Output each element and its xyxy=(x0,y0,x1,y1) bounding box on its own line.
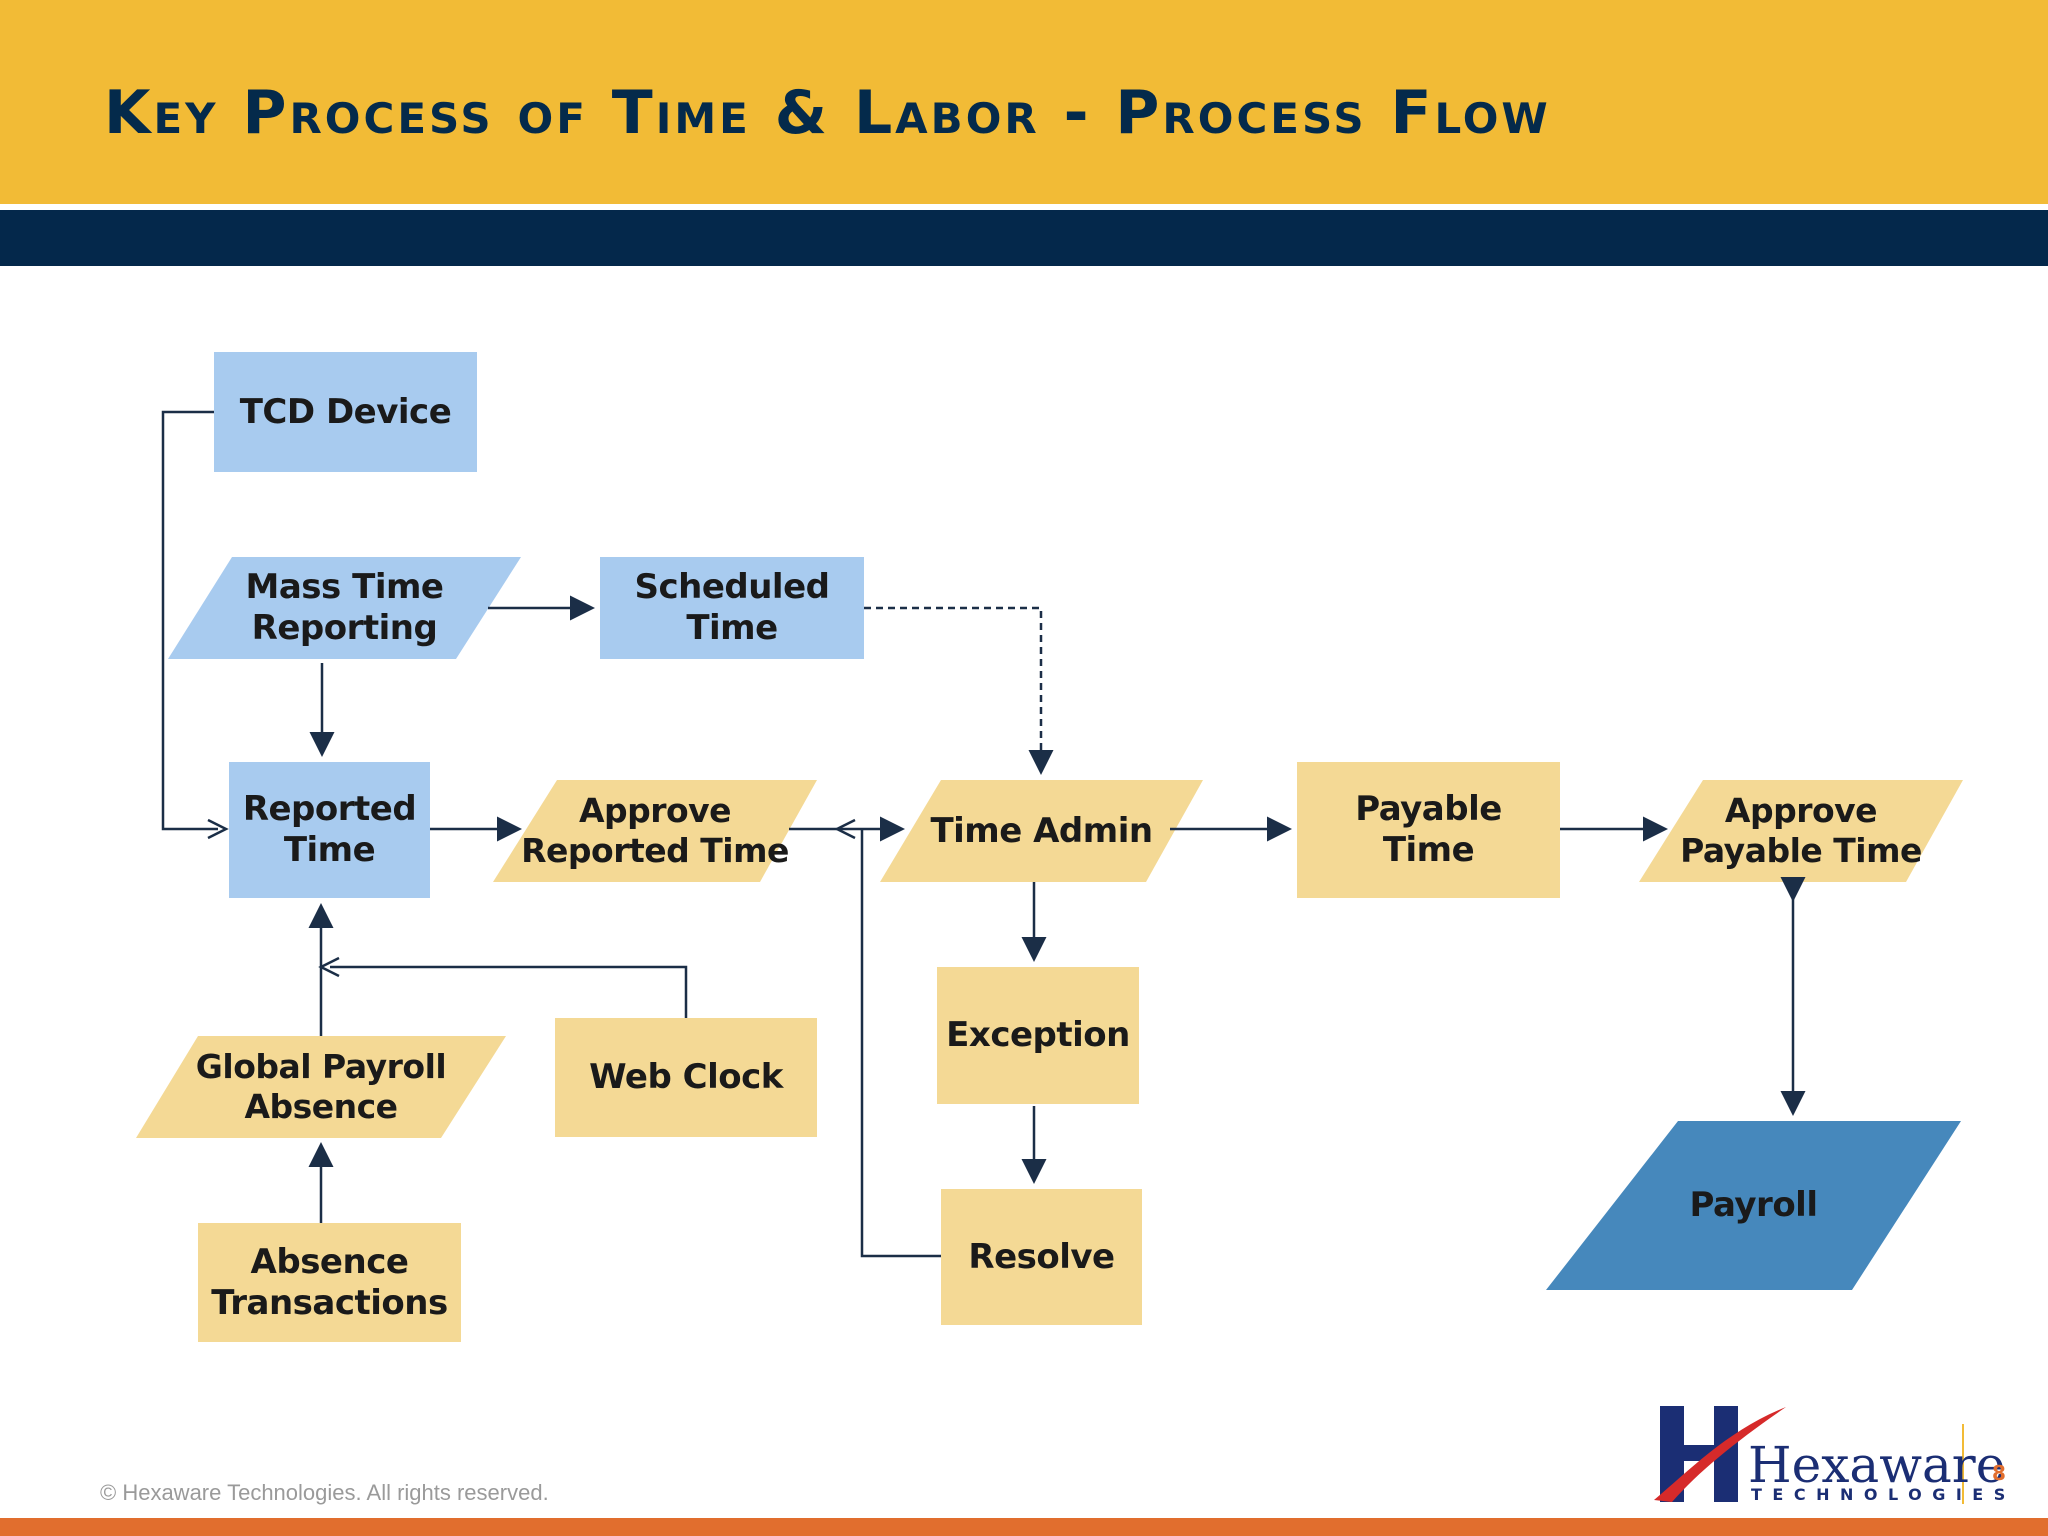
page-number: 8 xyxy=(1992,1461,2006,1485)
copyright-footer: © Hexaware Technologies. All rights rese… xyxy=(100,1480,549,1505)
slide-title: Key Process of Time & Labor - Process Fl… xyxy=(104,78,1551,148)
resolve-shape xyxy=(941,1189,1142,1325)
approve-payable-time-shape xyxy=(1639,780,1963,882)
web-clock-shape xyxy=(555,1018,817,1137)
exception-label: Exception xyxy=(946,1015,1130,1056)
resolve-label: Resolve xyxy=(968,1236,1115,1277)
logo-tagline: TECHNOLOGIES xyxy=(1751,1485,2016,1504)
payroll-shape xyxy=(1546,1121,1961,1290)
header-band xyxy=(0,0,2048,204)
absence-transactions-shape xyxy=(198,1223,461,1342)
header-navy-band xyxy=(0,210,2048,266)
connector-resolve-to-timeadmin xyxy=(860,829,941,1258)
payable-time-shape xyxy=(1297,762,1560,898)
connector-tcd-to-reported xyxy=(161,410,218,831)
hexaware-logo-icon xyxy=(1654,1406,1964,1504)
connector-webclock-to-reported xyxy=(330,965,688,1018)
approve-reported-time-shape xyxy=(493,780,817,882)
open-arrowhead-webclock xyxy=(318,956,340,978)
tcd-device-label: TCD Device xyxy=(239,391,452,432)
tcd-device-shape xyxy=(214,352,477,472)
mass-time-reporting-shape xyxy=(168,557,521,659)
logo-wordmark: Hexaware xyxy=(1748,1436,2006,1494)
time-admin-label: Time Admin xyxy=(930,810,1153,851)
scheduled-time-shape xyxy=(600,557,864,659)
footer-bar xyxy=(0,1518,2048,1536)
time-admin-shape xyxy=(880,780,1203,882)
header-divider xyxy=(0,204,2048,210)
global-payroll-absence-shape xyxy=(136,1036,506,1138)
exception-shape xyxy=(937,967,1139,1104)
connector-scheduled-to-timeadmin xyxy=(864,606,1054,775)
open-arrowhead-tcd xyxy=(207,818,229,840)
payroll-label: Payroll xyxy=(1689,1185,1818,1226)
web-clock-label: Web Clock xyxy=(589,1057,783,1098)
open-arrowhead-resolve xyxy=(834,818,856,840)
reported-time-shape xyxy=(229,762,430,898)
